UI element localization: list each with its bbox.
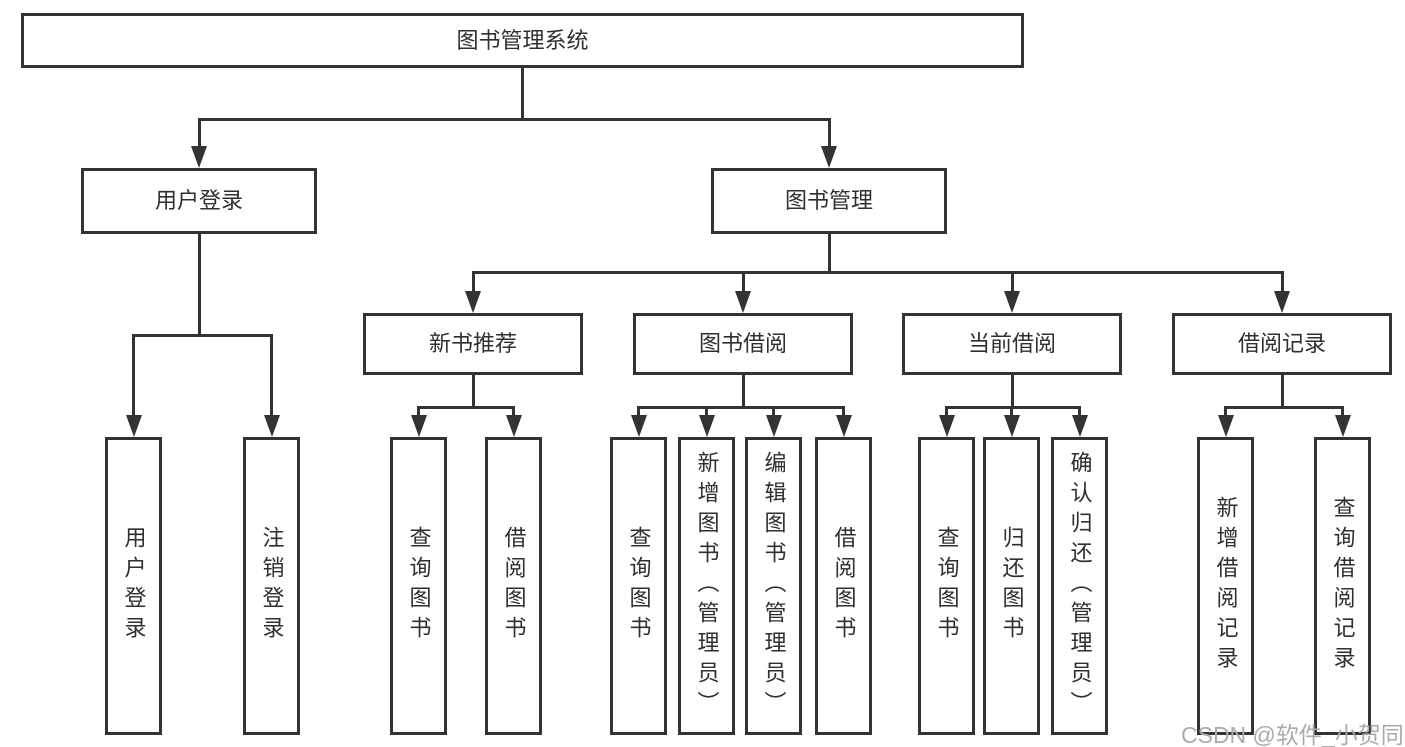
arrow-down-icon: [125, 337, 142, 437]
leaf-query-books-borrowing: 查询图书: [610, 437, 667, 735]
arrow-down-icon: [821, 121, 837, 168]
node-label: 借阅图书: [501, 526, 527, 646]
arrow-down-icon: [1334, 409, 1351, 437]
node-label: 查询借阅记录: [1330, 496, 1356, 676]
connector-line: [197, 118, 831, 121]
node-library-management-system: 图书管理系统: [21, 13, 1024, 68]
csdn-watermark: CSDN @软件_小贺同学: [1181, 722, 1405, 747]
connector-line: [471, 271, 1284, 274]
arrow-down-icon: [410, 409, 427, 437]
arrow-down-icon: [191, 121, 207, 168]
leaf-user-login: 用户登录: [105, 437, 162, 735]
arrow-down-icon: [735, 274, 751, 313]
leaf-query-borrow-record: 查询借阅记录: [1314, 437, 1371, 735]
connector-line: [1280, 375, 1284, 409]
arrow-down-icon: [630, 409, 647, 437]
node-label: 注销登录: [259, 526, 285, 646]
connector-line: [197, 234, 201, 337]
leaf-query-books-recommend: 查询图书: [390, 437, 447, 735]
leaf-query-books-current: 查询图书: [918, 437, 975, 735]
arrow-down-icon: [835, 409, 852, 437]
node-label: 归还图书: [999, 526, 1025, 646]
arrow-down-icon: [1003, 409, 1020, 437]
node-borrowing-records: 借阅记录: [1172, 313, 1392, 375]
connector-line: [417, 406, 515, 409]
arrow-down-icon: [505, 409, 522, 437]
arrow-down-icon: [465, 274, 481, 313]
connector-line: [827, 234, 831, 274]
arrow-down-icon: [263, 337, 280, 437]
node-user-login: 用户登录: [81, 168, 317, 234]
leaf-add-borrow-record: 新增借阅记录: [1197, 437, 1254, 735]
node-label: 新书推荐: [428, 331, 517, 356]
connector-line: [471, 375, 475, 409]
arrow-down-icon: [1217, 409, 1234, 437]
node-label: 查询图书: [934, 526, 960, 646]
leaf-logout: 注销登录: [243, 437, 300, 735]
node-label: 借阅图书: [831, 526, 857, 646]
leaf-confirm-return-admin: 确认归还（管理员）: [1051, 437, 1108, 735]
connector-line: [132, 334, 273, 337]
node-label: 用户登录: [121, 526, 147, 646]
connector-line: [945, 406, 1081, 409]
arrow-down-icon: [765, 409, 782, 437]
node-label: 新增图书（管理员）: [694, 451, 720, 721]
node-label: 查询图书: [406, 526, 432, 646]
arrow-down-icon: [1274, 274, 1290, 313]
node-book-management: 图书管理: [711, 168, 947, 234]
node-label: 查询图书: [626, 526, 652, 646]
connector-line: [741, 375, 745, 409]
arrow-down-icon: [1071, 409, 1088, 437]
node-label: 新增借阅记录: [1213, 496, 1239, 676]
leaf-borrow-books: 借阅图书: [815, 437, 872, 735]
node-book-borrowing: 图书借阅: [633, 313, 853, 375]
node-label: 编辑图书（管理员）: [761, 451, 787, 721]
arrow-down-icon: [698, 409, 715, 437]
node-current-borrowing: 当前借阅: [902, 313, 1122, 375]
node-new-book-recommendation: 新书推荐: [363, 313, 583, 375]
leaf-edit-books-admin: 编辑图书（管理员）: [745, 437, 802, 735]
connector-line: [1010, 375, 1014, 409]
node-label: 用户登录: [154, 188, 243, 213]
arrow-down-icon: [1004, 274, 1020, 313]
connector-line: [1224, 406, 1344, 409]
connector-line: [520, 68, 524, 121]
connector-line: [637, 406, 845, 409]
arrow-down-icon: [938, 409, 955, 437]
node-label: 确认归还（管理员）: [1067, 451, 1093, 721]
leaf-add-books-admin: 新增图书（管理员）: [678, 437, 735, 735]
node-label: 图书管理系统: [456, 27, 589, 53]
leaf-return-books: 归还图书: [983, 437, 1040, 735]
node-label: 借阅记录: [1237, 331, 1326, 356]
leaf-borrow-books-recommend: 借阅图书: [485, 437, 542, 735]
node-label: 图书借阅: [698, 331, 787, 356]
node-label: 当前借阅: [967, 331, 1056, 356]
node-label: 图书管理: [784, 188, 873, 213]
